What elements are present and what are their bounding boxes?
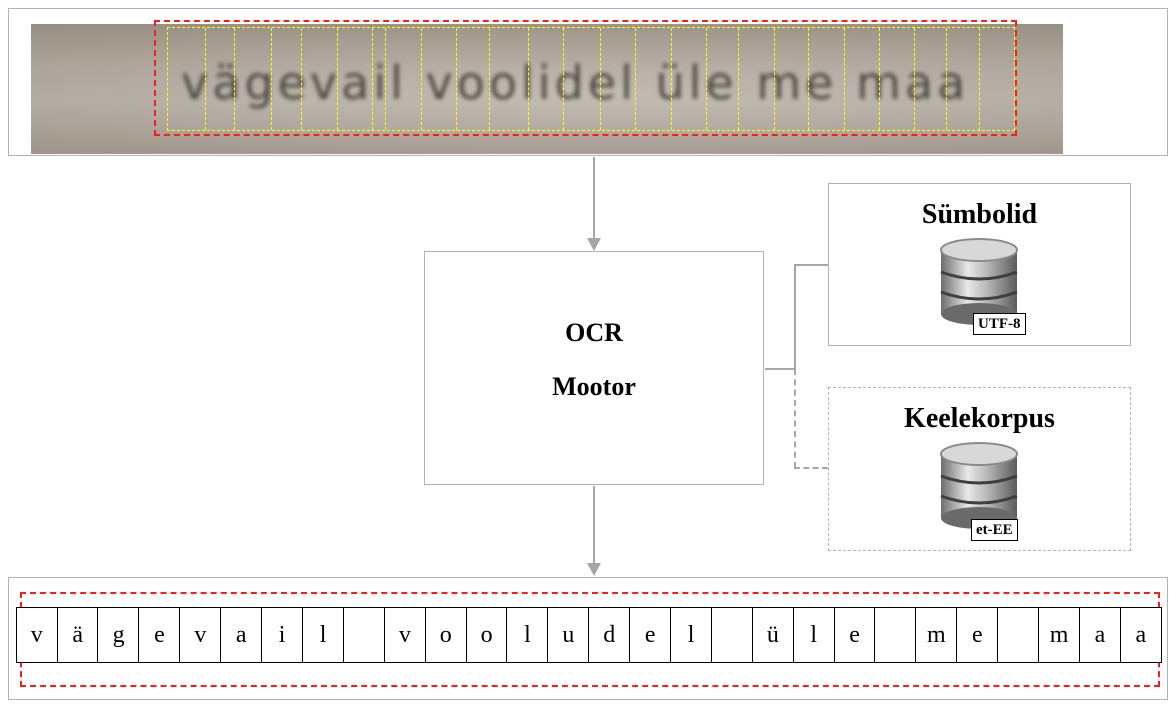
space-cell	[997, 607, 1040, 663]
handwriting-photo: vägevail voolidel üle me maa	[31, 24, 1063, 154]
character-cell: m	[1037, 607, 1081, 663]
segment-divider	[205, 28, 206, 130]
segment-divider	[979, 28, 980, 130]
symbols-resource-box: Sümbolid UTF-8	[828, 183, 1131, 346]
segment-divider	[844, 28, 845, 130]
character-cell: a	[1078, 607, 1122, 663]
text-region-box	[154, 20, 1017, 136]
photo-shading	[31, 24, 1063, 154]
character-cell: d	[588, 607, 631, 663]
handwritten-text: vägevail voolidel üle me maa	[181, 56, 970, 110]
segment-divider	[421, 28, 422, 130]
space-cell	[710, 607, 754, 663]
connector-to-symbols-vertical	[794, 264, 796, 369]
character-segmentation-box	[167, 27, 1015, 131]
corpus-resource-box: Keelekorpus et-EE	[828, 387, 1131, 551]
segment-divider	[706, 28, 707, 130]
segment-divider	[635, 28, 636, 130]
connector-input-to-engine	[593, 157, 595, 239]
segment-divider	[271, 28, 272, 130]
segment-divider	[738, 28, 739, 130]
character-cell: l	[792, 607, 835, 663]
corpus-title: Keelekorpus	[904, 403, 1055, 434]
connector-engine-stub	[765, 368, 795, 370]
segment-divider	[671, 28, 672, 130]
segment-divider	[337, 28, 338, 130]
segment-divider	[456, 28, 457, 130]
connector-to-symbols	[794, 264, 828, 266]
connector-to-corpus	[794, 467, 828, 469]
engine-title: OCR	[565, 318, 623, 347]
character-cell: l	[669, 607, 713, 663]
character-cell: a	[1119, 607, 1162, 663]
character-cell: m	[915, 607, 958, 663]
character-cell: v	[15, 607, 58, 663]
segment-divider	[774, 28, 775, 130]
character-cell: a	[220, 607, 263, 663]
segment-divider	[234, 28, 235, 130]
segment-divider	[600, 28, 601, 130]
character-cell: l	[506, 607, 549, 663]
character-cell: e	[629, 607, 672, 663]
character-cell: u	[547, 607, 590, 663]
segment-divider	[563, 28, 564, 130]
segment-divider	[385, 28, 386, 130]
character-cell: o	[465, 607, 508, 663]
segment-divider	[528, 28, 529, 130]
input-image-panel: vägevail voolidel üle me maa	[8, 8, 1168, 156]
segment-divider	[946, 28, 947, 130]
segment-divider	[914, 28, 915, 130]
database-icon	[940, 238, 1018, 325]
engine-subtitle: Mootor	[552, 372, 636, 401]
character-cell: e	[956, 607, 999, 663]
character-cell: i	[261, 607, 304, 663]
arrowhead-to-engine	[587, 238, 601, 251]
character-cell: o	[424, 607, 467, 663]
character-cell: ü	[751, 607, 794, 663]
segment-divider	[301, 28, 302, 130]
segment-divider	[879, 28, 880, 130]
character-cell: v	[383, 607, 426, 663]
space-cell	[874, 607, 917, 663]
connector-to-corpus-vertical	[794, 369, 796, 468]
character-cell: v	[179, 607, 222, 663]
character-cell: l	[301, 607, 345, 663]
space-cell	[342, 607, 386, 663]
symbols-title: Sümbolid	[921, 199, 1038, 230]
arrowhead-to-output	[587, 563, 601, 576]
segment-divider	[372, 28, 373, 130]
segment-divider	[489, 28, 490, 130]
encoding-badge: UTF-8	[973, 313, 1026, 335]
segment-divider	[808, 28, 809, 130]
character-cell: g	[97, 607, 140, 663]
locale-badge: et-EE	[971, 519, 1018, 541]
character-cell: ä	[56, 607, 99, 663]
connector-engine-to-output	[593, 486, 595, 563]
character-cell: e	[833, 607, 876, 663]
ocr-engine-box: OCR Mootor	[424, 251, 764, 485]
character-cell: e	[138, 607, 181, 663]
